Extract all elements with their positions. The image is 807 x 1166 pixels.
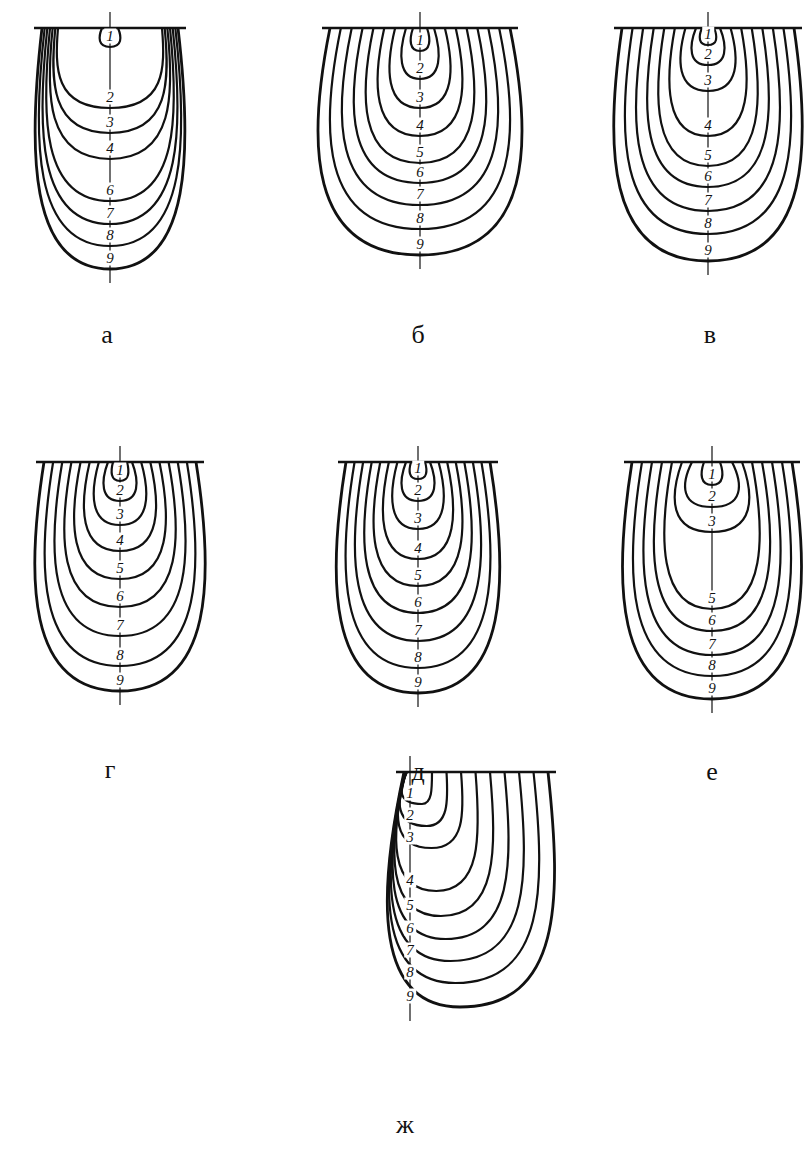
callout-number: 4 xyxy=(414,118,426,133)
callout-number: 3 xyxy=(404,830,416,845)
figure-caption: б xyxy=(411,322,424,348)
callout-number: 6 xyxy=(706,613,718,628)
callout-number: 8 xyxy=(404,965,416,980)
isotherm-curve xyxy=(675,462,750,532)
callout-number: 9 xyxy=(702,243,714,258)
callout-number: 5 xyxy=(114,561,126,576)
isotherm-curve xyxy=(336,462,500,693)
callout-number: 8 xyxy=(412,650,424,665)
callout-number: 5 xyxy=(404,898,416,913)
figure-caption: а xyxy=(101,322,113,348)
callout-number: 9 xyxy=(414,237,426,252)
figure-caption: г xyxy=(105,757,116,783)
callout-number: 2 xyxy=(702,47,714,62)
figure-caption: д xyxy=(411,759,424,785)
figure-caption: ж xyxy=(396,1112,414,1138)
callout-number: 2 xyxy=(114,483,126,498)
callout-number: 4 xyxy=(702,118,714,133)
callout-number: 1 xyxy=(702,27,714,42)
callout-number: 9 xyxy=(404,989,416,1004)
callout-number: 4 xyxy=(404,873,416,888)
isotherm-curve xyxy=(391,772,524,961)
axis-line xyxy=(419,12,420,269)
figure-caption: в xyxy=(704,322,716,348)
callout-number: 6 xyxy=(404,921,416,936)
isotherm-curve xyxy=(625,28,791,234)
callout-number: 3 xyxy=(414,90,426,105)
callout-number: 9 xyxy=(706,681,718,696)
callout-number: 5 xyxy=(414,145,426,160)
callout-number: 5 xyxy=(702,148,714,163)
figure-caption: е xyxy=(706,759,718,785)
isotherm-curve xyxy=(387,772,554,1007)
callout-number: 6 xyxy=(104,183,116,198)
isotherm-curve xyxy=(394,772,493,916)
callout-number: 4 xyxy=(412,541,424,556)
callout-number: 9 xyxy=(412,675,424,690)
callout-number: 6 xyxy=(114,589,126,604)
callout-number: 1 xyxy=(404,786,416,801)
isotherm-curve xyxy=(84,462,156,551)
callout-number: 2 xyxy=(706,489,718,504)
callout-number: 7 xyxy=(114,618,126,633)
callout-number: 1 xyxy=(706,467,718,482)
callout-number: 4 xyxy=(114,533,126,548)
callout-number: 9 xyxy=(104,251,116,266)
callout-number: 6 xyxy=(702,169,714,184)
callout-number: 3 xyxy=(412,511,424,526)
isotherm-curve xyxy=(389,772,539,983)
callout-number: 8 xyxy=(706,658,718,673)
callout-number: 2 xyxy=(412,483,424,498)
callout-number: 6 xyxy=(412,595,424,610)
callout-number: 3 xyxy=(104,115,116,130)
callout-number: 6 xyxy=(414,165,426,180)
callout-number: 8 xyxy=(414,211,426,226)
callout-number: 2 xyxy=(404,808,416,823)
callout-number: 1 xyxy=(104,29,116,44)
callout-number: 4 xyxy=(104,141,116,156)
isotherm-curve xyxy=(94,462,147,525)
callout-number: 1 xyxy=(412,461,424,476)
callout-number: 5 xyxy=(412,568,424,583)
callout-number: 7 xyxy=(414,187,426,202)
isotherm-curve xyxy=(398,772,463,848)
callout-number: 3 xyxy=(702,73,714,88)
callout-number: 9 xyxy=(114,673,126,688)
callout-number: 1 xyxy=(414,33,426,48)
callout-number: 8 xyxy=(114,648,126,663)
callout-number: 2 xyxy=(414,61,426,76)
callout-number: 2 xyxy=(104,90,116,105)
isotherm-curve xyxy=(389,28,450,108)
callout-number: 3 xyxy=(114,507,126,522)
callout-number: 7 xyxy=(412,623,424,638)
callout-number: 3 xyxy=(706,514,718,529)
callout-number: 5 xyxy=(706,591,718,606)
callout-number: 8 xyxy=(702,216,714,231)
axis-line xyxy=(711,446,712,713)
callout-number: 1 xyxy=(114,463,126,478)
callout-number: 7 xyxy=(104,206,116,221)
callout-number: 7 xyxy=(706,637,718,652)
isotherm-curve xyxy=(396,772,478,891)
callout-number: 7 xyxy=(702,193,714,208)
callout-number: 7 xyxy=(404,943,416,958)
callout-number: 8 xyxy=(104,228,116,243)
